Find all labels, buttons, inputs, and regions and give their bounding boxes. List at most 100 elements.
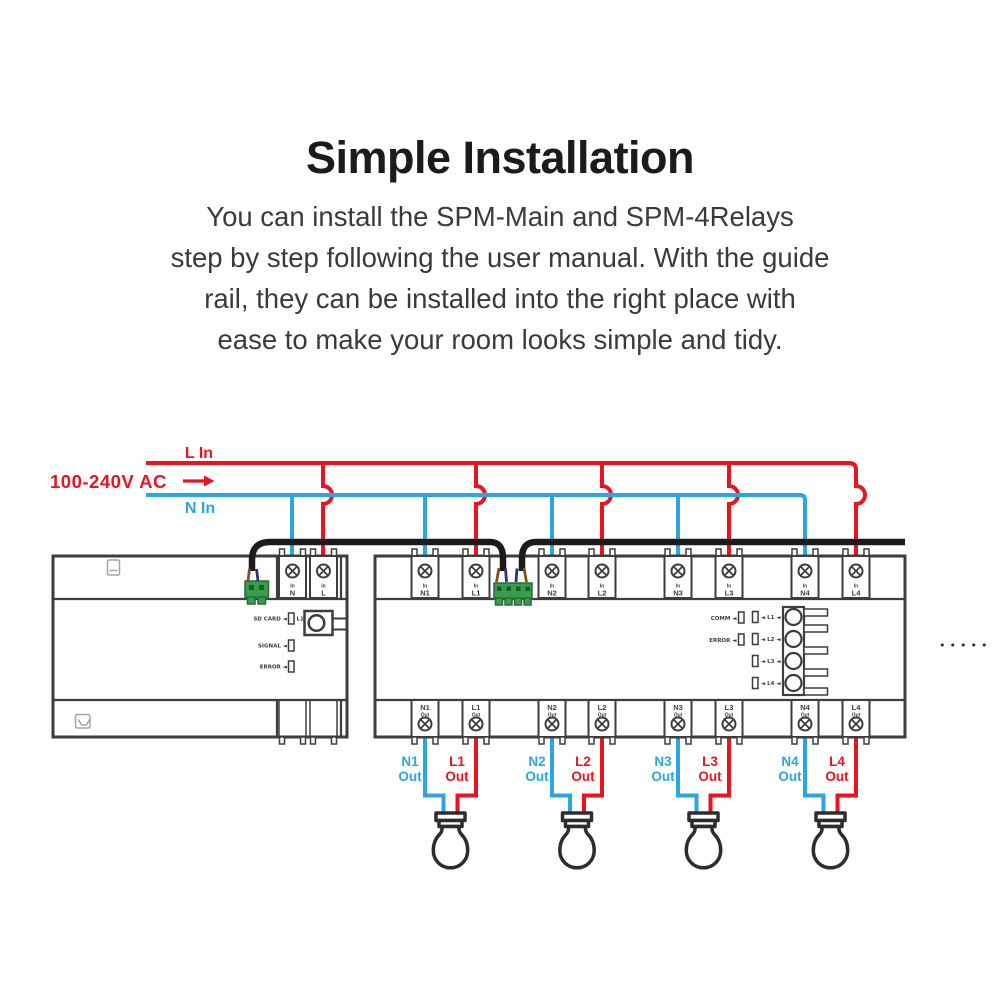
comm-led	[737, 611, 745, 624]
svg-text:In: In	[676, 584, 680, 590]
svg-text:L3: L3	[725, 589, 734, 598]
svg-text:Out: Out	[548, 713, 557, 719]
svg-text:In: In	[290, 584, 294, 590]
relay-button-l4	[784, 673, 803, 693]
bus-cable	[246, 538, 905, 583]
error-led	[287, 660, 295, 673]
svg-text:Out: Out	[398, 769, 422, 784]
sd-card-icon	[106, 559, 121, 576]
svg-text:L1: L1	[472, 589, 481, 598]
svg-text:Out: Out	[825, 769, 849, 784]
relay-l4-label: ◄ L4 ◄	[761, 681, 781, 687]
n-in-label: N In	[185, 500, 215, 517]
svg-text:L2: L2	[598, 589, 607, 598]
svg-text:L3: L3	[702, 754, 718, 769]
relay-button-l1	[784, 607, 803, 627]
terminal-in-n: In N	[278, 548, 307, 745]
more-modules-ellipsis: •••••	[939, 639, 991, 652]
terminal-in-l: In L	[309, 548, 338, 745]
svg-text:L3: L3	[725, 703, 734, 712]
svg-text:N2: N2	[528, 754, 545, 769]
bulb-2	[558, 811, 596, 870]
svg-text:Out: Out	[571, 769, 595, 784]
relays-indicators: COMM ◄ ERROR ◄ ◄ L1 ◄ ◄ L2 ◄ ◄ L3 ◄ ◄ L4…	[709, 605, 829, 697]
svg-text:In: In	[423, 584, 427, 590]
page-title: Simple Installation	[305, 132, 695, 183]
svg-text:N2: N2	[547, 589, 557, 598]
spm-main-indicators: SD CARD ◄ L1 ◄ SIGNAL ◄ ERROR ◄	[253, 609, 347, 673]
svg-text:In: In	[474, 584, 478, 590]
signal-label: SIGNAL ◄	[258, 644, 288, 650]
svg-text:N4: N4	[800, 589, 810, 598]
sd-card-led	[287, 612, 295, 625]
relay-l2-label: ◄ L2 ◄	[761, 637, 781, 643]
relay-l2-led	[751, 632, 759, 646]
subtitle-line: ease to make your room looks simple and …	[217, 324, 783, 355]
bulb-1	[431, 811, 470, 870]
svg-text:N3: N3	[654, 754, 672, 769]
svg-text:N1: N1	[401, 754, 419, 769]
signal-led	[287, 639, 295, 652]
relay-l3-label: ◄ L3 ◄	[761, 659, 781, 665]
svg-text:In: In	[803, 584, 807, 590]
bulb-3	[684, 811, 723, 870]
svg-text:In: In	[600, 584, 604, 590]
svg-text:L2: L2	[575, 754, 591, 769]
relay-button-l3	[784, 651, 803, 671]
light-bulbs	[431, 811, 850, 870]
svg-text:Out: Out	[674, 713, 683, 719]
relay-l1-label: ◄ L1 ◄	[761, 615, 781, 621]
svg-text:N1: N1	[420, 703, 430, 712]
l-in-label: L In	[185, 445, 213, 462]
svg-text:Out: Out	[651, 769, 675, 784]
svg-text:L1: L1	[449, 754, 465, 769]
comm-label: COMM ◄	[711, 616, 738, 622]
svg-text:In: In	[854, 584, 858, 590]
svg-text:Out: Out	[445, 769, 469, 784]
svg-text:L4: L4	[852, 703, 862, 712]
svg-text:In: In	[727, 584, 731, 590]
svg-text:In: In	[321, 584, 325, 590]
svg-text:N3: N3	[673, 589, 683, 598]
svg-text:In: In	[550, 584, 554, 590]
svg-text:N4: N4	[781, 754, 799, 769]
subtitle-line: rail, they can be installed into the rig…	[204, 283, 796, 314]
svg-text:N1: N1	[420, 589, 430, 598]
svg-text:N2: N2	[547, 703, 557, 712]
relay-buttons	[781, 605, 829, 697]
svg-text:Out: Out	[525, 769, 549, 784]
spm-main-device: In N In L SD CA	[51, 548, 349, 745]
svg-text:Out: Out	[698, 769, 722, 784]
svg-text:N4: N4	[800, 703, 810, 712]
subtitle-line: You can install the SPM-Main and SPM-4Re…	[206, 201, 794, 232]
svg-text:Out: Out	[725, 713, 734, 719]
green-connector-relays	[493, 582, 533, 606]
ethernet-port-icon	[74, 713, 91, 729]
svg-text:Out: Out	[472, 713, 481, 719]
input-wires	[146, 461, 867, 559]
svg-text:N3: N3	[673, 703, 683, 712]
svg-text:Out: Out	[852, 713, 861, 719]
svg-text:L4: L4	[852, 589, 862, 598]
svg-text:L1: L1	[472, 703, 481, 712]
svg-text:Out: Out	[421, 713, 430, 719]
svg-text:L: L	[321, 589, 326, 598]
sd-card-label: SD CARD ◄	[253, 617, 287, 623]
power-labels: L In 100-240V AC N In	[50, 445, 215, 517]
output-wires	[423, 735, 858, 814]
error-label: ERROR ◄	[260, 665, 288, 671]
svg-text:Out: Out	[598, 713, 607, 719]
bulb-4	[811, 811, 850, 870]
page-subtitle: You can install the SPM-Main and SPM-4Re…	[0, 196, 1000, 360]
error-label: ERROR ◄	[709, 638, 737, 644]
voltage-label: 100-240V AC	[50, 471, 167, 492]
svg-text:Out: Out	[778, 769, 802, 784]
sd-card-slot	[303, 609, 347, 637]
error-led	[737, 633, 745, 646]
svg-text:L2: L2	[598, 703, 607, 712]
